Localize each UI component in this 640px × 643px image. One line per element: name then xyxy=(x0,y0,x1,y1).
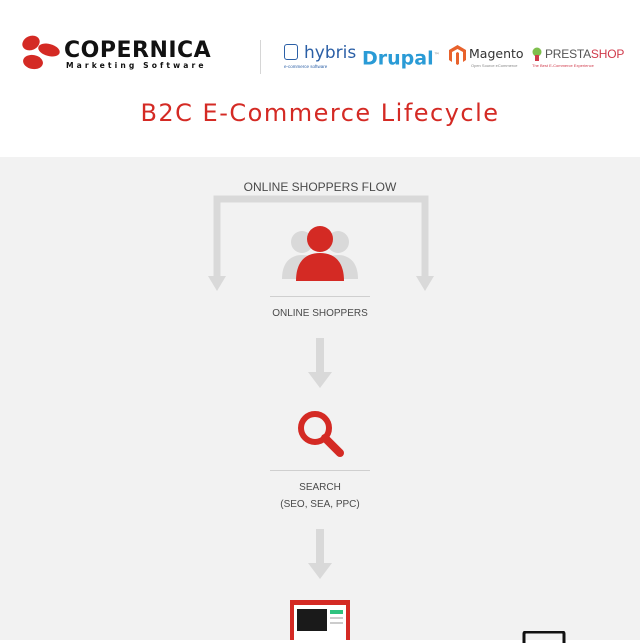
node-sublabel-search: (SEO, SEA, PPC) xyxy=(280,499,360,510)
search-icon xyxy=(298,411,344,457)
prestashop-icon xyxy=(532,47,542,61)
flow-title: ONLINE SHOPPERS FLOW xyxy=(243,180,397,194)
node-divider xyxy=(270,470,370,471)
prestashop-logo: PRESTASHOP The Best E-Commerce Experienc… xyxy=(532,47,624,71)
arrow-down-icon xyxy=(308,338,332,388)
hybris-icon xyxy=(284,44,298,60)
magento-sub: Open Source eCommerce xyxy=(471,63,518,68)
prestashop-name-part1: PRESTA xyxy=(545,47,591,61)
copernica-logo-icon xyxy=(22,35,60,70)
prestashop-name-part2: SHOP xyxy=(590,47,625,61)
drupal-name: Drupal xyxy=(362,47,434,70)
page-title: B2C E-Commerce Lifecycle xyxy=(140,99,500,127)
arrow-down-icon xyxy=(308,529,332,579)
drupal-logo: Drupal™ xyxy=(362,45,440,69)
brand-tagline: Marketing Software xyxy=(66,61,207,70)
magento-name: Magento xyxy=(469,46,524,61)
header: COPERNICA Marketing Software hybris e-co… xyxy=(0,0,640,157)
node-label-search: SEARCH xyxy=(299,482,341,493)
brand-name: COPERNICA xyxy=(64,38,212,63)
magento-logo: Magento Open Source eCommerce xyxy=(449,45,525,71)
flow-diagram: ONLINE SHOPPERS FLOW ONLINE SHOPPERS SEA… xyxy=(0,157,640,643)
prestashop-sub: The Best E-Commerce Experience xyxy=(532,63,594,68)
flow-bracket-arrows xyxy=(208,195,434,291)
node-label-online-shoppers: ONLINE SHOPPERS xyxy=(272,308,368,319)
magento-icon xyxy=(449,45,466,65)
users-icon xyxy=(282,226,358,281)
hybris-name: hybris xyxy=(304,43,357,63)
node-divider xyxy=(270,296,370,297)
header-divider xyxy=(260,40,261,74)
drupal-trademark: ™ xyxy=(433,52,440,59)
prestashop-name: PRESTASHOP xyxy=(545,47,624,61)
device-icon xyxy=(522,631,566,643)
hybris-sub: e-commerce software xyxy=(284,64,328,69)
monitor-icon xyxy=(290,600,350,640)
